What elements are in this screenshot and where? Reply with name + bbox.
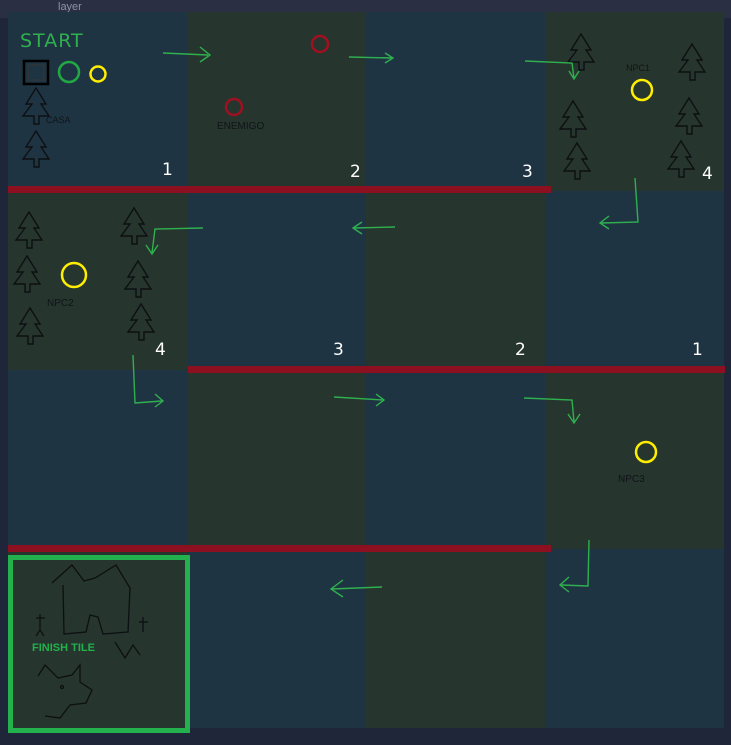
arrow-turn-left-icon bbox=[600, 178, 638, 229]
tree-icon bbox=[125, 261, 151, 297]
tree-icon bbox=[14, 256, 40, 292]
tree-icon bbox=[676, 98, 702, 134]
arrow-turn-down-icon bbox=[525, 61, 579, 79]
house-tree-icon bbox=[23, 88, 49, 124]
arrow-turn-down-icon bbox=[524, 398, 580, 423]
pig-drawing bbox=[38, 665, 92, 718]
arrow-left-icon bbox=[353, 222, 395, 234]
tree-icon bbox=[560, 101, 586, 137]
arrow-right-icon bbox=[163, 47, 210, 62]
arrow-right-icon bbox=[349, 53, 393, 63]
castle-drawing bbox=[36, 565, 148, 658]
arrow-turn-left-icon bbox=[560, 540, 589, 592]
tree-icon bbox=[668, 141, 694, 177]
npc2-marker-icon bbox=[62, 263, 86, 287]
enemy-marker-icon bbox=[226, 99, 242, 115]
arrow-left-icon bbox=[331, 580, 382, 597]
player-box-inner-icon bbox=[28, 65, 44, 80]
tree-icon bbox=[121, 208, 147, 244]
npc1-marker-icon bbox=[632, 80, 652, 100]
arrow-turn-right-icon bbox=[133, 355, 163, 407]
npc3-marker-icon bbox=[636, 442, 656, 462]
tree-icon bbox=[17, 308, 43, 344]
tree-icon bbox=[16, 212, 42, 248]
arrow-right-icon bbox=[334, 394, 384, 406]
yellow-circle-icon bbox=[91, 67, 106, 82]
enemy-marker-icon bbox=[312, 36, 328, 52]
tree-icon bbox=[679, 44, 705, 80]
tree-icon bbox=[23, 131, 49, 167]
tree-icon bbox=[564, 143, 590, 179]
tree-icon bbox=[128, 304, 154, 340]
green-circle-icon bbox=[59, 62, 79, 82]
arrow-turn-down-icon bbox=[146, 228, 203, 254]
